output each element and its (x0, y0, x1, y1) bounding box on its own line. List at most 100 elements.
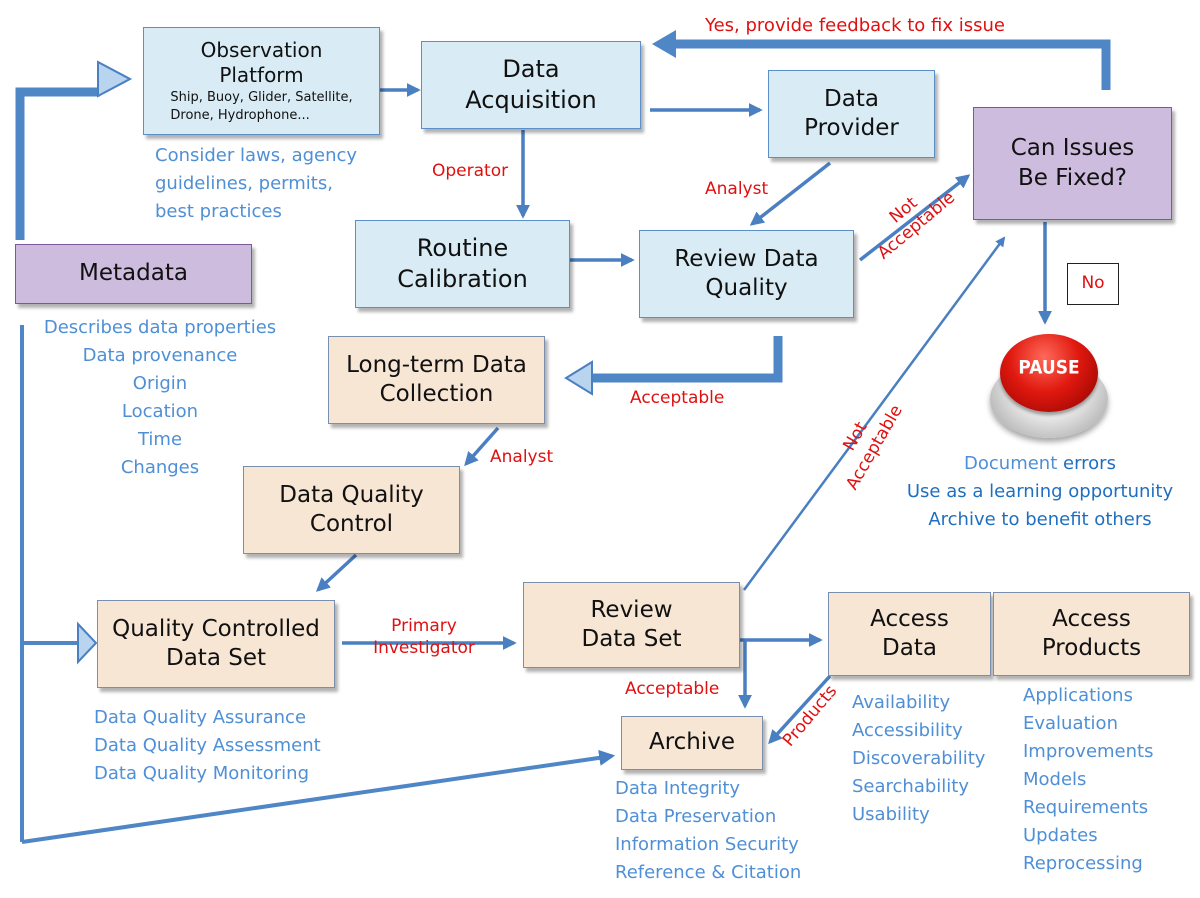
acceptable-mid-label: Acceptable (630, 388, 725, 408)
can-issues-be-fixed-node: Can Issues Be Fixed? (973, 107, 1172, 220)
access-products-note: Models (1023, 769, 1087, 790)
access-data-note: Usability (852, 804, 930, 825)
access-data-line-2: Data (882, 635, 937, 661)
qc-data-set-line-1: Quality Controlled (112, 615, 320, 642)
routine-calibration-node: Routine Calibration (355, 220, 570, 308)
qc-note: Data Quality Monitoring (94, 763, 309, 784)
routine-calibration-line-2: Calibration (397, 265, 528, 293)
access-products-note: Improvements (1023, 741, 1154, 762)
routine-calibration-line-1: Routine (416, 234, 509, 263)
access-data-note: Searchability (852, 776, 970, 797)
archive-note: Data Integrity (615, 778, 741, 799)
metadata-node: Metadata (15, 244, 252, 304)
platform-note: Consider laws, agency (155, 145, 358, 166)
long-term-collection-line-2: Collection (379, 381, 494, 407)
access-data-notes: Availability Accessibility Discoverabili… (852, 689, 985, 829)
metadata-label: Metadata (79, 260, 188, 287)
platform-note: guidelines, permits, (155, 173, 333, 194)
archive-note: Information Security (615, 834, 799, 855)
analyst-mid-label: Analyst (490, 447, 554, 467)
can-issues-line-1: Can Issues (1010, 135, 1135, 162)
primary-investigator-line-2: Investigator (373, 638, 475, 658)
pause-notes: Document errors Use as a learning opport… (895, 450, 1185, 534)
data-quality-control-node: Data Quality Control (243, 466, 460, 554)
feedback-label: Yes, provide feedback to fix issue (705, 15, 1005, 36)
observation-platform-sub-2: Drone, Hydrophone... (170, 107, 310, 123)
review-to-issues-arrow (858, 174, 971, 262)
review-data-set-node: Review Data Set (523, 582, 740, 668)
long-term-collection-node: Long-term Data Collection (328, 336, 545, 424)
review-data-quality-node: Review Data Quality (639, 230, 854, 318)
observation-platform-sub-1: Ship, Buoy, Glider, Satellite, (170, 90, 353, 106)
archive-note: Reference & Citation (615, 862, 802, 883)
pause-label: PAUSE (1018, 357, 1080, 379)
pause-button-icon: PAUSE (988, 330, 1110, 440)
pause-note-1a: Document (964, 453, 1063, 474)
pause-note-2: Use as a learning opportunity (906, 481, 1174, 502)
metadata-note: Data provenance (82, 345, 238, 366)
data-acquisition-line-2: Acquisition (465, 86, 597, 114)
review-to-longterm-arrow (564, 336, 783, 396)
access-to-archive-arrow (768, 674, 832, 745)
metadata-note: Origin (132, 373, 188, 394)
data-provider-node: Data Provider (768, 70, 935, 158)
metadata-notes: Describes data properties Data provenanc… (35, 314, 285, 482)
archive-label: Archive (648, 729, 736, 756)
metadata-to-archive-arrow (21, 749, 616, 844)
platform-note: best practices (155, 201, 282, 222)
metadata-to-platform-arrow (15, 60, 133, 240)
access-data-line-1: Access (870, 605, 949, 632)
longterm-to-qc-arrow (464, 426, 500, 467)
observation-platform-title-1: Observation (200, 37, 323, 62)
acceptable-bottom-label: Acceptable (625, 679, 720, 699)
data-provider-line-1: Data (824, 85, 879, 112)
primary-investigator-label: Primary Investigator (368, 615, 480, 659)
can-issues-line-2: Be Fixed? (1017, 164, 1128, 191)
pause-note-3: Archive to benefit others (928, 509, 1152, 530)
no-box: No (1067, 263, 1119, 305)
review-data-quality-line-1: Review Data (674, 245, 819, 272)
data-quality-control-line-1: Data Quality (279, 481, 424, 508)
long-term-collection-line-1: Long-term Data (346, 351, 527, 378)
access-data-node: Access Data (828, 592, 991, 676)
access-products-node: Access Products (993, 592, 1190, 676)
access-products-note: Updates (1023, 825, 1098, 846)
access-products-note: Applications (1023, 685, 1133, 706)
access-products-note: Reprocessing (1023, 853, 1143, 874)
quality-controlled-data-set-node: Quality Controlled Data Set (97, 600, 335, 688)
access-products-line-1: Access (1052, 605, 1131, 632)
qc-data-set-line-2: Data Set (166, 645, 266, 671)
pause-note-1: Document errors (895, 450, 1185, 478)
platform-notes: Consider laws, agency guidelines, permit… (155, 142, 357, 226)
no-label: No (1081, 273, 1105, 294)
operator-label: Operator (432, 161, 509, 181)
data-acquisition-node: Data Acquisition (421, 41, 641, 129)
metadata-note: Changes (120, 457, 200, 478)
metadata-to-qc-arrow (20, 325, 98, 842)
archive-notes: Data Integrity Data Preservation Informa… (615, 775, 801, 887)
access-products-note: Evaluation (1023, 713, 1118, 734)
data-quality-control-line-2: Control (309, 511, 394, 537)
access-products-line-2: Products (1041, 635, 1142, 661)
provider-to-review-arrow (749, 161, 832, 226)
reviewset-to-issues-arrow (742, 236, 1006, 591)
data-acquisition-line-1: Data (502, 55, 560, 84)
review-data-quality-line-2: Quality (705, 275, 788, 301)
data-provider-line-2: Provider (804, 115, 899, 141)
archive-node: Archive (621, 716, 763, 770)
archive-note: Data Preservation (615, 806, 777, 827)
qc-notes: Data Quality Assurance Data Quality Asse… (94, 704, 321, 788)
metadata-note: Time (137, 429, 183, 450)
analyst-top-label: Analyst (705, 179, 769, 199)
access-products-notes: Applications Evaluation Improvements Mod… (1023, 682, 1153, 878)
access-data-note: Availability (852, 692, 951, 713)
qc-note: Data Quality Assurance (94, 707, 307, 728)
primary-investigator-line-1: Primary (391, 616, 457, 636)
metadata-note: Describes data properties (43, 317, 277, 338)
review-data-set-line-2: Data Set (581, 626, 682, 652)
access-data-note: Discoverability (852, 748, 986, 769)
pause-note-1b: errors (1063, 453, 1116, 474)
observation-platform-title-2: Platform (219, 63, 304, 88)
